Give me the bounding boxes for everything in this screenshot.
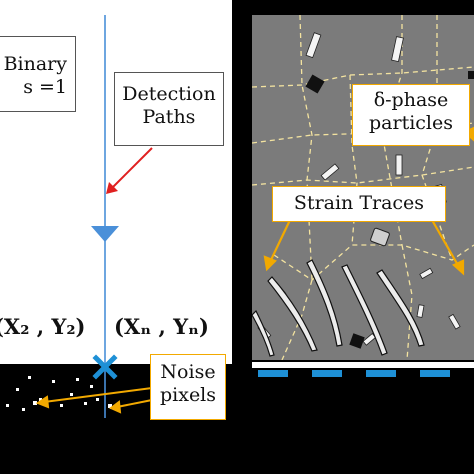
noise-label-line1: Noise <box>160 361 216 383</box>
detection-label-line1: Detection <box>122 83 216 105</box>
noise-pixel-arrows <box>35 387 153 414</box>
noise-label-line2: pixels <box>159 384 217 407</box>
detection-paths-label: Detection Paths <box>114 72 224 146</box>
detection-label-line2: Paths <box>142 106 196 129</box>
binary-label-box: Binary s =1 <box>0 36 76 112</box>
noise-pixels-label: Noise pixels <box>150 354 226 420</box>
strain-traces-label: Strain Traces <box>272 186 446 222</box>
binary-label-line1: Binary <box>3 53 67 75</box>
dark-particles <box>305 71 474 349</box>
detection-point-x-marker <box>92 354 118 380</box>
scale-bar <box>252 362 474 368</box>
coordinate-2-label: (X₂ , Y₂) <box>0 314 86 339</box>
strain-traces <box>252 259 425 357</box>
path-direction-marker <box>91 226 119 242</box>
microstructure-graphics <box>252 15 474 360</box>
strain-label: Strain Traces <box>293 192 425 214</box>
binary-label-line2: s =1 <box>23 76 67 99</box>
light-particle <box>370 227 390 247</box>
coordinate-n-label: (Xₙ , Yₙ) <box>114 314 209 339</box>
delta-label-line1: δ-phase <box>373 89 449 111</box>
delta-label-line2: particles <box>369 112 453 135</box>
strain-trace-arrows <box>263 219 465 276</box>
delta-phase-label: δ-phase particles <box>352 84 470 146</box>
detection-paths-arrow <box>106 147 153 194</box>
